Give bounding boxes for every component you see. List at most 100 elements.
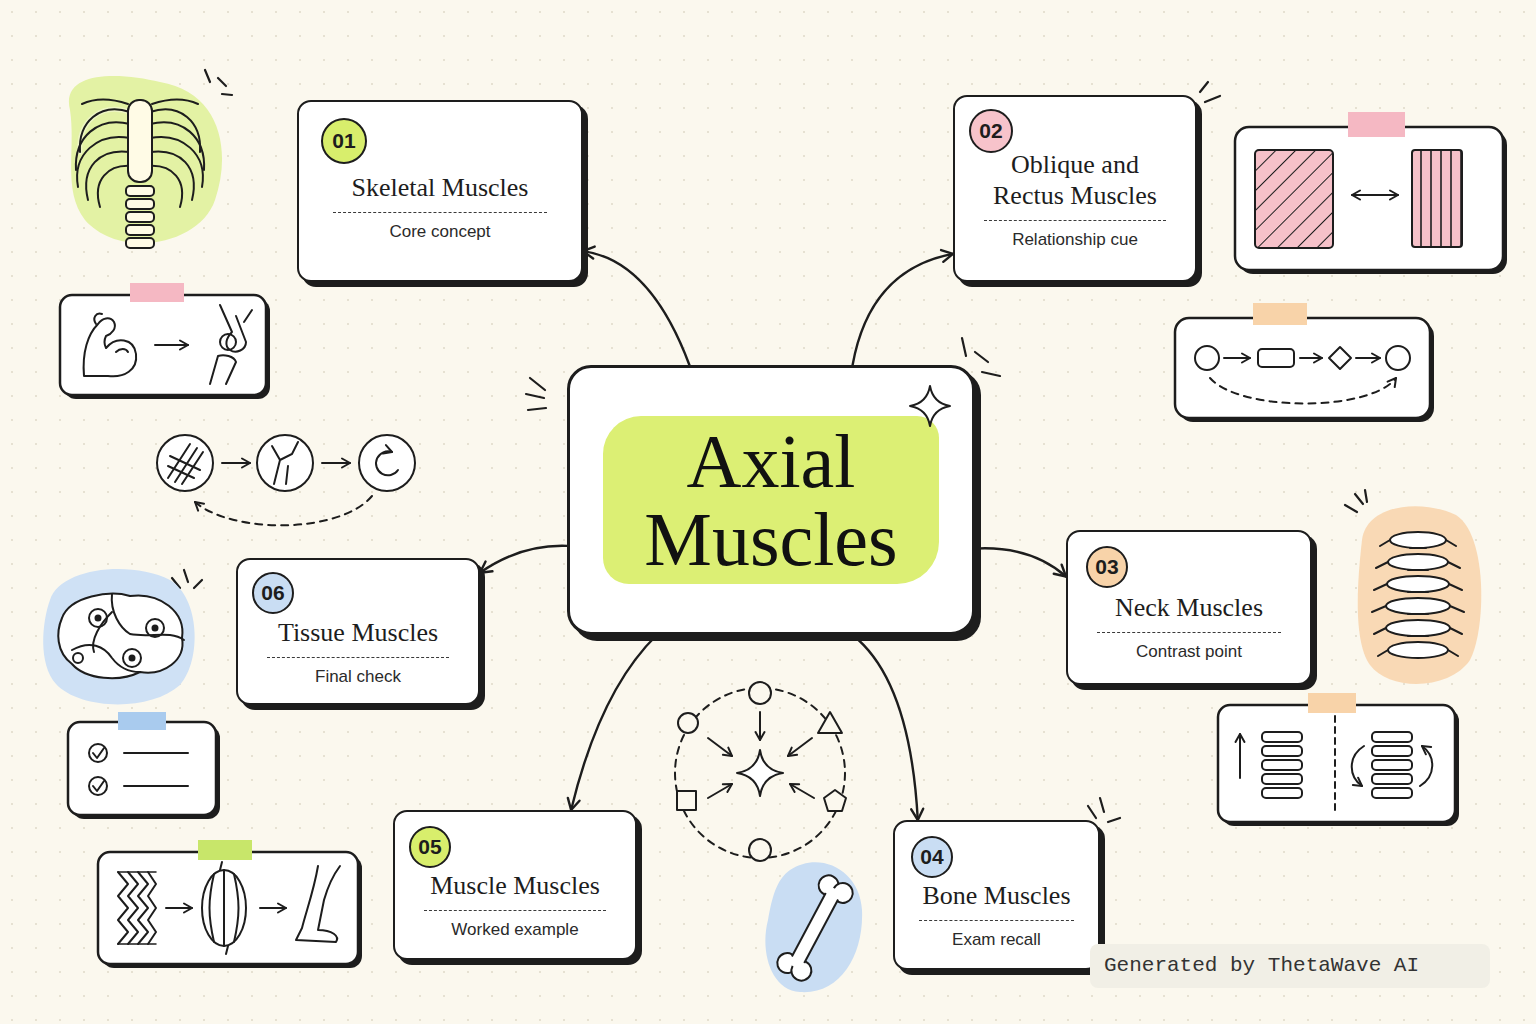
cycle-icons bbox=[157, 435, 415, 525]
card-subtitle: Worked example bbox=[424, 910, 606, 940]
accent-ticks bbox=[962, 338, 966, 356]
process-flow-card bbox=[1195, 346, 1219, 370]
connector-arrow bbox=[975, 548, 1066, 576]
checklist-card bbox=[124, 752, 188, 754]
convergence-diagram bbox=[749, 682, 771, 704]
process-flow-card bbox=[1253, 303, 1307, 325]
cell-illustration bbox=[73, 653, 83, 663]
checklist-card bbox=[93, 781, 104, 791]
accent-ticks bbox=[526, 394, 544, 398]
convergence-diagram bbox=[749, 839, 771, 861]
fibre-muscle-limb-card bbox=[210, 870, 239, 946]
ribcage-illustration bbox=[126, 199, 154, 209]
fibre-muscle-limb-card bbox=[148, 872, 156, 944]
ribcage-illustration bbox=[152, 100, 198, 105]
card-title: Bone Muscles bbox=[922, 880, 1070, 911]
flex-to-joint-card bbox=[94, 314, 102, 324]
ribcage-illustration bbox=[80, 109, 130, 152]
sparkle-icon bbox=[910, 386, 950, 426]
number-badge: 01 bbox=[321, 118, 367, 164]
spine-movement-card bbox=[1372, 788, 1412, 798]
convergence-diagram bbox=[818, 712, 842, 733]
fibre-direction-card bbox=[1235, 127, 1503, 270]
flex-to-joint-card bbox=[116, 349, 128, 352]
sparkle-icon bbox=[910, 386, 950, 426]
card-subtitle: Core concept bbox=[333, 212, 547, 242]
cycle-icons bbox=[359, 435, 415, 491]
process-flow-card bbox=[1210, 378, 1396, 404]
accent-ticks bbox=[172, 70, 1367, 822]
convergence-diagram bbox=[678, 713, 698, 733]
fibre-muscle-limb-card bbox=[128, 872, 138, 944]
fibre-direction-card bbox=[1348, 112, 1405, 137]
callout-number: 03 bbox=[1095, 555, 1118, 579]
checklist-card bbox=[68, 712, 220, 819]
accent-ticks bbox=[184, 570, 188, 582]
connector-arrow bbox=[853, 254, 953, 365]
fibre-muscle-limb-card bbox=[260, 907, 286, 909]
spine-movement-card bbox=[1262, 746, 1302, 756]
flex-to-joint-card bbox=[244, 310, 252, 322]
fibre-muscle-limb-card bbox=[220, 862, 228, 954]
fibre-muscle-limb-card bbox=[138, 872, 148, 944]
card-subtitle: Exam recall bbox=[919, 920, 1073, 950]
cervical-spine-illustration bbox=[1386, 620, 1450, 636]
checklist-card bbox=[89, 744, 107, 762]
checklist-card bbox=[68, 722, 216, 815]
flex-to-joint-card bbox=[84, 318, 137, 376]
ribcage-illustration bbox=[76, 122, 130, 170]
accent-ticks bbox=[1100, 798, 1104, 812]
central-topic: Axial Muscles bbox=[567, 365, 975, 635]
number-badge: 03 bbox=[1086, 546, 1128, 588]
cell-illustration bbox=[112, 594, 184, 640]
card-subtitle: Contrast point bbox=[1097, 632, 1281, 662]
convergence-diagram bbox=[675, 682, 846, 861]
topic-card: Tissue MusclesFinal check06 bbox=[236, 558, 480, 705]
convergence-diagram bbox=[677, 791, 696, 810]
bone-illustration bbox=[774, 872, 856, 984]
ribcage-illustration bbox=[126, 186, 154, 196]
ribcage-illustration bbox=[77, 137, 130, 187]
topic-card: Oblique and Rectus MusclesRelationship c… bbox=[953, 95, 1197, 282]
convergence-diagram bbox=[790, 784, 814, 798]
cell-illustration bbox=[43, 569, 195, 704]
accent-ticks bbox=[530, 378, 545, 390]
card-title: Oblique and Rectus Muscles bbox=[980, 149, 1170, 211]
bone-illustration bbox=[788, 886, 842, 970]
flex-to-joint-card bbox=[220, 305, 246, 352]
card-subtitle: Final check bbox=[267, 657, 449, 687]
cycle-icons bbox=[376, 451, 398, 475]
central-title: Axial Muscles bbox=[603, 416, 939, 584]
cell-illustration bbox=[89, 609, 107, 627]
spine-movement-card bbox=[1239, 734, 1241, 778]
callout-number: 04 bbox=[920, 845, 943, 869]
convergence-diagram bbox=[708, 738, 732, 756]
cell-illustration bbox=[43, 569, 195, 704]
cell-illustration bbox=[58, 594, 182, 678]
connector-arrow bbox=[480, 546, 567, 573]
cycle-icons bbox=[322, 462, 350, 464]
spine-movement-card bbox=[1352, 746, 1364, 786]
process-flow-card bbox=[1258, 349, 1294, 367]
cycle-icons bbox=[182, 452, 203, 484]
process-flow-card bbox=[1224, 357, 1250, 359]
cervical-spine-illustration bbox=[1372, 540, 1464, 656]
connector-arrow bbox=[583, 251, 689, 365]
flex-to-joint-card bbox=[60, 283, 270, 399]
spine-movement-card bbox=[1308, 693, 1356, 713]
card-title: Muscle Muscles bbox=[430, 870, 600, 901]
cervical-spine-illustration bbox=[1386, 598, 1450, 614]
cycle-icons bbox=[257, 435, 313, 491]
cycle-icons bbox=[272, 442, 298, 484]
fibre-muscle-limb-card bbox=[166, 907, 192, 909]
convergence-diagram bbox=[824, 790, 846, 811]
spine-movement-card bbox=[1372, 774, 1412, 784]
card-title: Tissue Muscles bbox=[278, 617, 438, 648]
cycle-icons bbox=[195, 496, 372, 525]
ribcage-illustration bbox=[150, 137, 203, 187]
fibre-direction-card bbox=[1235, 112, 1507, 274]
card-title: Neck Muscles bbox=[1115, 592, 1263, 623]
ribcage-illustration bbox=[150, 109, 200, 152]
spine-movement-card bbox=[1262, 732, 1302, 742]
